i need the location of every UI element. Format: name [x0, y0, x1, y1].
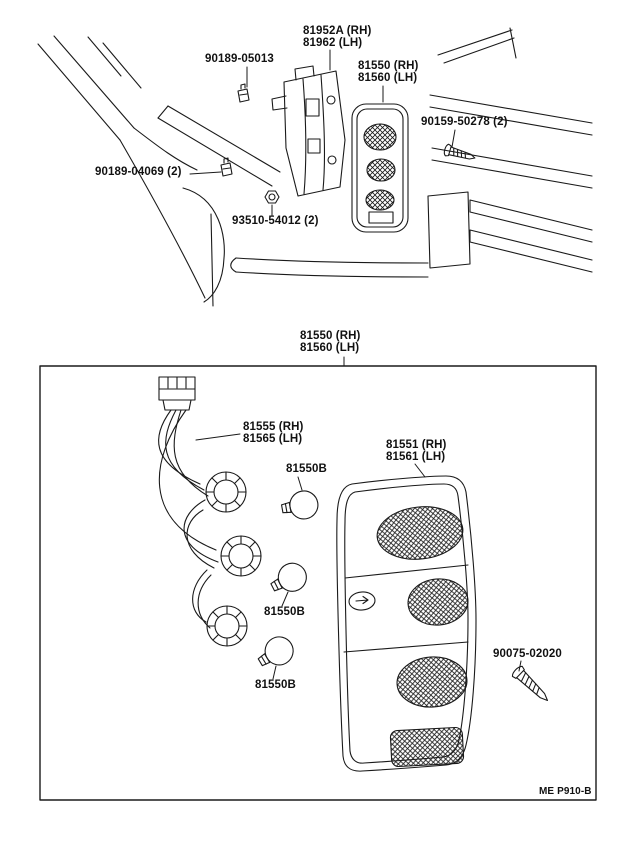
label-bulb-2: 81550B [264, 606, 305, 618]
label-socket-rh: 81555 (RH) [243, 421, 304, 433]
label-box-title-lh: 81560 (LH) [300, 342, 360, 354]
label-lamp-assy-rh: 81550 (RH) [358, 60, 419, 72]
connector-drawing [158, 376, 196, 411]
socket-2-drawing [220, 535, 262, 577]
footer-page-code: ME P910-B [539, 786, 592, 797]
label-clip-side: 90189-04069 (2) [95, 166, 182, 178]
label-socket-lh: 81565 (LH) [243, 433, 303, 445]
leader-lines [189, 49, 522, 680]
screw-large-drawing [511, 665, 549, 702]
bulb-1-drawing [280, 490, 319, 520]
nut-icon [264, 190, 280, 204]
backup-light-symbol [348, 591, 376, 611]
label-clip-top: 90189-05013 [205, 53, 274, 65]
detail-box-border [39, 365, 597, 801]
bulb-2-drawing [270, 562, 307, 592]
label-bulb-1: 81550B [286, 463, 327, 475]
label-bulb-3: 81550B [255, 679, 296, 691]
socket-3-drawing [206, 605, 248, 647]
clip-top-icon [237, 83, 250, 103]
socket-1-drawing [205, 471, 247, 513]
wire-harness-drawing [158, 409, 219, 629]
label-nut-bottom: 93510-54012 (2) [232, 215, 319, 227]
bulb-3-drawing [257, 636, 294, 667]
tail-lamp-assembly-drawing [351, 103, 409, 233]
label-lamp-assy-lh: 81560 (LH) [358, 72, 418, 84]
label-lamp-body-lh: 81962 (LH) [303, 37, 363, 49]
lamp-body-drawing [271, 65, 346, 197]
body-sketch-lines [37, 27, 593, 307]
label-screw-side: 90159-50278 (2) [421, 116, 508, 128]
label-lens-rh: 81551 (RH) [386, 439, 447, 451]
label-lens-lh: 81561 (LH) [386, 451, 446, 463]
lens-drawing [336, 475, 477, 772]
label-lamp-body-rh: 81952A (RH) [303, 25, 372, 37]
screw-small-drawing [443, 143, 476, 160]
label-screw-large: 90075-02020 [493, 648, 562, 660]
label-box-title-rh: 81550 (RH) [300, 330, 361, 342]
clip-side-icon [220, 157, 233, 177]
